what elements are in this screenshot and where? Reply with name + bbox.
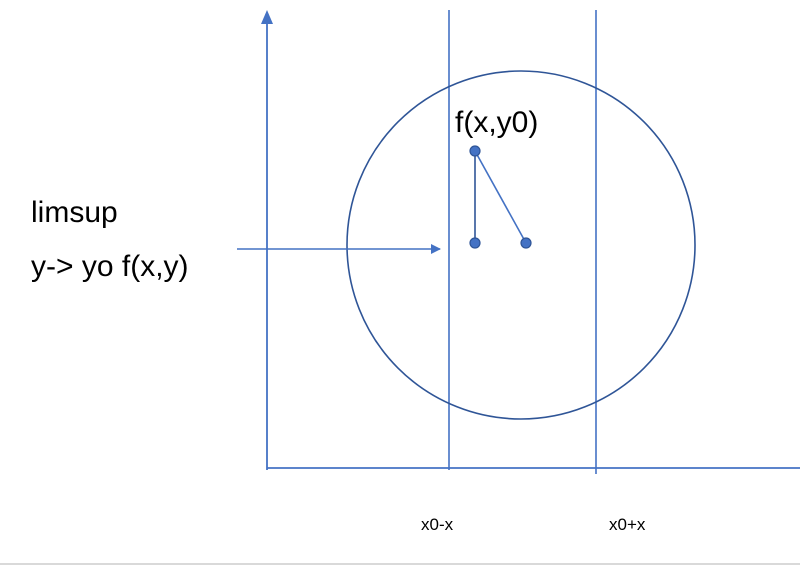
left-bound-label: x0-x <box>421 515 454 534</box>
neighborhood-circle <box>346 70 696 420</box>
diagonal-segment <box>474 150 527 244</box>
point-neighbor <box>520 237 532 249</box>
limsup-label-line1: limsup <box>31 196 118 229</box>
point-label: f(x,y0) <box>455 106 539 139</box>
right-bound-label: x0+x <box>609 515 646 534</box>
point-limsup <box>469 237 481 249</box>
bottom-divider <box>0 563 800 565</box>
point-f-x-y0 <box>469 145 481 157</box>
limsup-label-line2: y-> yo f(x,y) <box>31 250 189 283</box>
y-axis-arrowhead <box>261 10 273 24</box>
